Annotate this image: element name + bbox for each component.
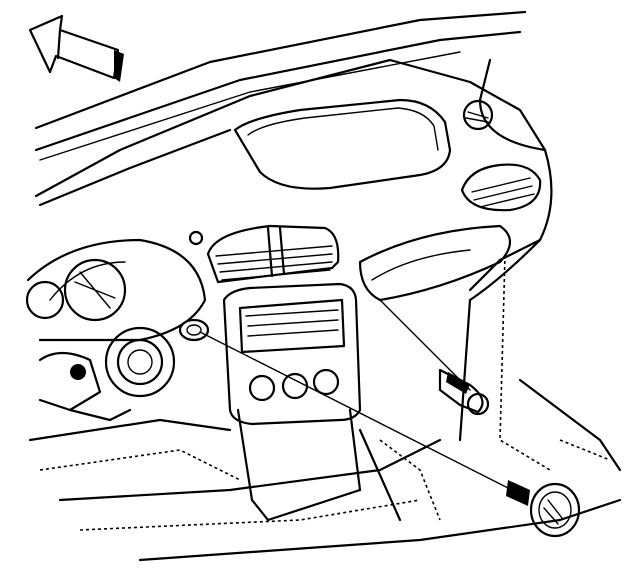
upper-dash-outline bbox=[34, 10, 547, 207]
power-outlet-socket bbox=[438, 368, 490, 416]
outlet-mounting-hole bbox=[178, 318, 210, 342]
right-side-vent bbox=[460, 99, 542, 212]
forward-direction-arrow-icon bbox=[28, 14, 124, 82]
center-vents bbox=[188, 224, 340, 284]
center-stack bbox=[222, 282, 362, 522]
leader-lines bbox=[199, 299, 513, 491]
defroster-vent bbox=[233, 98, 452, 190]
glove-box bbox=[358, 224, 512, 302]
power-outlet-cap bbox=[506, 480, 581, 538]
steering-wheel-hub bbox=[38, 326, 176, 422]
right-pillar bbox=[458, 58, 622, 472]
instrument-cluster bbox=[25, 238, 207, 342]
floor-trim bbox=[28, 418, 622, 562]
